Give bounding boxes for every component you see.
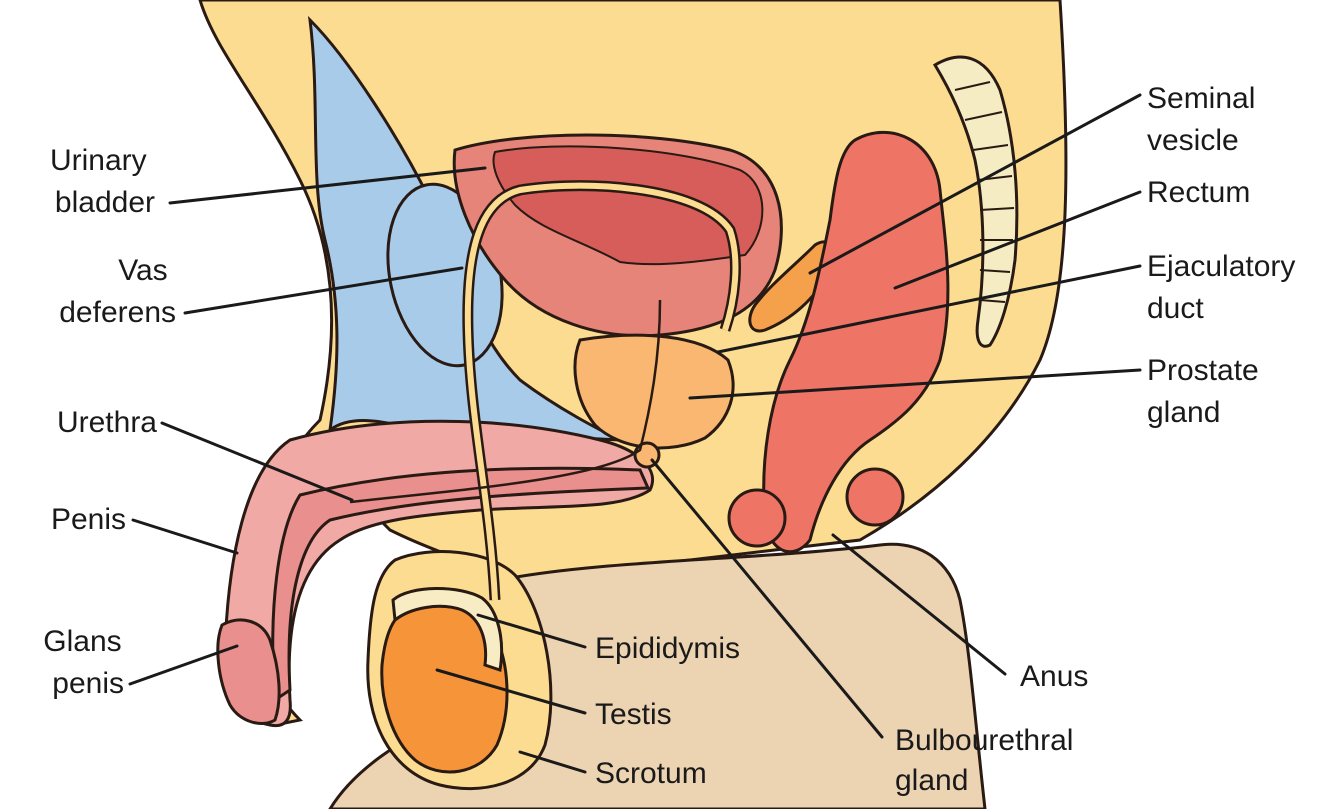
vas-deferens-lumen (464, 182, 739, 601)
leader-prostate-gland (688, 368, 1142, 400)
label-ejaculatory-duct: Ejaculatory duct (1147, 250, 1304, 325)
label-rectum: Rectum (1147, 176, 1250, 209)
label-vas-deferens: Vas deferens (59, 254, 176, 329)
leader-bulbourethral-gland (650, 458, 884, 739)
spine (932, 55, 1019, 348)
label-anus: Anus (1020, 660, 1088, 693)
leader-scrotum (518, 750, 587, 774)
label-urinary-bladder: Urinary bladder (50, 144, 155, 219)
prostate-gland-shape (573, 333, 735, 450)
label-glans-penis: Glans penis (43, 625, 130, 700)
leader-ejaculatory-duct (716, 264, 1142, 354)
bladder-lumen (492, 145, 764, 266)
leader-testis (435, 668, 587, 715)
vertebra-lines (954, 81, 1015, 303)
label-urethra: Urethra (57, 406, 157, 439)
leader-lines (128, 93, 1142, 774)
urethra-channel (349, 299, 662, 504)
leader-glans-penis (128, 644, 239, 686)
label-prostate-gland: Prostate gland (1147, 354, 1267, 429)
leader-seminal-vesicle (808, 93, 1142, 275)
leader-penis (131, 518, 239, 555)
leader-urethra (160, 421, 354, 502)
leader-urinary-bladder (168, 166, 487, 205)
epididymis-shape (391, 587, 504, 672)
anal-sphincter-right (845, 467, 905, 527)
label-epididymis: Epididymis (595, 632, 740, 665)
label-bulbourethral-gland: Bulbourethral gland (895, 724, 1082, 797)
anal-sphincter-left (727, 488, 787, 548)
leader-epididymis (476, 613, 587, 649)
leader-vas-deferens (183, 266, 464, 315)
leader-rectum (893, 190, 1142, 290)
label-penis: Penis (51, 503, 126, 536)
leader-anus (831, 533, 1007, 676)
label-seminal-vesicle: Seminal vesicle (1147, 82, 1264, 157)
label-scrotum: Scrotum (595, 757, 707, 790)
corpus-spongiosum (271, 466, 651, 703)
rectum-shape (762, 130, 950, 554)
label-testis: Testis (595, 698, 672, 731)
